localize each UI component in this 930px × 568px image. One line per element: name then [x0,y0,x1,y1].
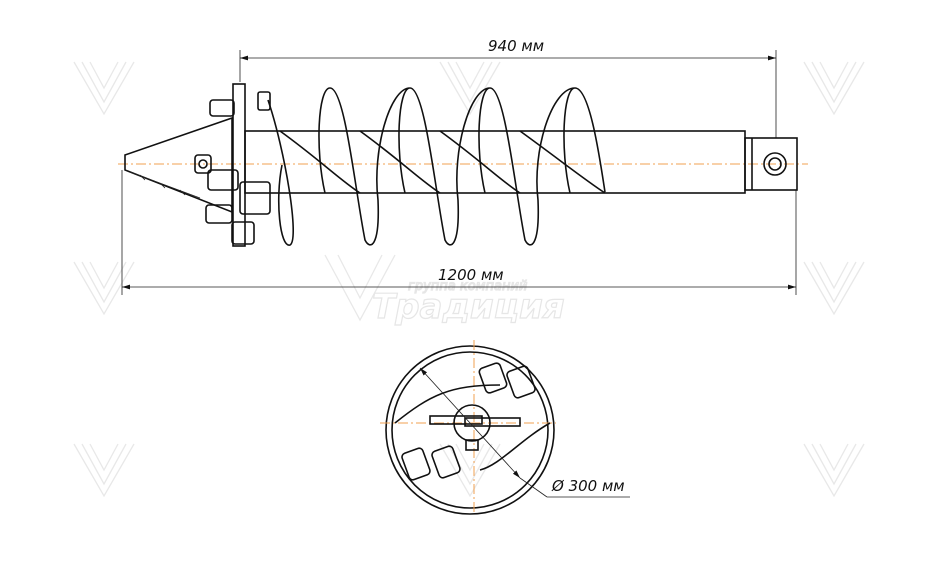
total-length-label: 1200 мм [438,266,504,284]
flight-length-label: 940 мм [488,37,544,55]
dimension-940 [239,50,777,138]
diameter-label: Ø 300 мм [551,477,625,495]
dimension-1200 [121,170,797,295]
auger-side-view [124,83,798,247]
watermark-brand: Традиция [372,287,565,327]
auger-end-view [380,340,630,515]
watermark-logos [73,61,865,497]
